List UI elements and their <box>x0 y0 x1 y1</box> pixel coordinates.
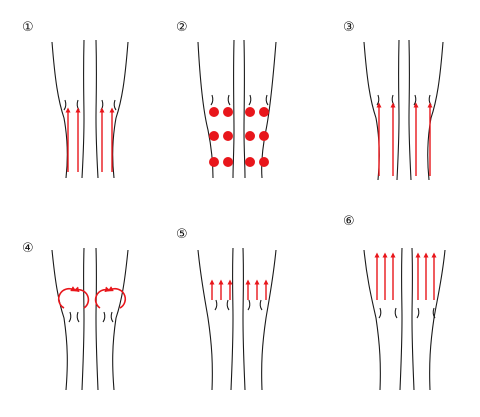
pressure-points <box>209 107 269 167</box>
legs-outline <box>51 39 129 179</box>
panel-4: ④ <box>22 241 129 391</box>
legs-outline <box>363 39 444 181</box>
legs-outline <box>363 247 446 391</box>
panel-6-number: ⑥ <box>343 214 355 229</box>
legs-outline <box>197 247 277 391</box>
panel-5-number: ⑤ <box>176 227 188 242</box>
circular-arrows <box>57 286 127 309</box>
legs-outline <box>51 247 129 391</box>
panel-1: ① <box>22 20 129 179</box>
stroke-arrows <box>209 279 269 300</box>
panel-3-number: ③ <box>343 20 355 35</box>
panel-1-number: ① <box>22 20 34 35</box>
panel-6: ⑥ <box>343 214 446 391</box>
panel-5: ⑤ <box>176 227 277 391</box>
panel-3: ③ <box>343 20 444 181</box>
panel-2-number: ② <box>176 20 188 35</box>
panel-4-number: ④ <box>22 241 34 256</box>
stroke-arrows <box>65 107 115 172</box>
panel-2: ② <box>176 20 277 179</box>
stroke-arrows <box>374 252 437 300</box>
stroke-arrows <box>376 102 433 176</box>
